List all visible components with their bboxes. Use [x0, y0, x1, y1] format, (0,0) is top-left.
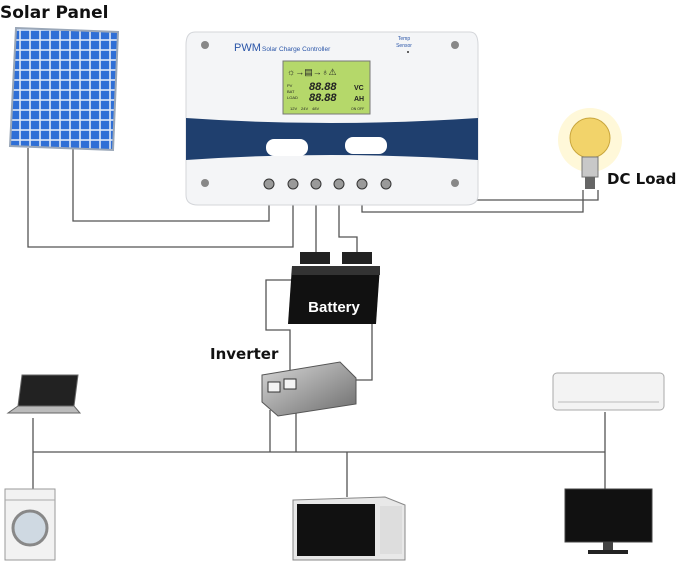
lcd-unit-bottom: AH: [354, 96, 364, 103]
controller-button-right[interactable]: [345, 137, 387, 154]
solar-panel-icon: [8, 26, 120, 152]
mount-hole: [201, 41, 209, 49]
terminal-load-positive: [380, 178, 392, 190]
lcd-12v: 12V: [290, 106, 297, 111]
inverter-wire-left: [265, 279, 292, 372]
dc-load-label: DC Load: [607, 170, 676, 188]
temp-sensor-port: [407, 51, 409, 53]
solar-panel-label: Solar Panel: [0, 3, 108, 23]
inverter-label: Inverter: [210, 345, 279, 363]
battery-icon: Battery: [288, 252, 380, 324]
lcd-pv: PV: [287, 83, 293, 88]
pv-negative-wire: [27, 148, 294, 248]
monitor-icon: [564, 488, 653, 554]
controller-button-left[interactable]: [266, 139, 308, 156]
charge-controller: PWM Solar Charge Controller Temp Sensor …: [185, 31, 479, 206]
battery-positive-wire: [338, 190, 358, 256]
lcd-digits-top: 88.88: [309, 81, 337, 93]
mount-hole: [451, 179, 459, 187]
terminal-load-negative: [356, 178, 368, 190]
lcd-unit-top: VC: [354, 85, 364, 92]
lcd-digits-bottom: 88.88: [309, 92, 337, 104]
temp-sensor-label: Temp: [398, 36, 410, 42]
lcd-display: ☼→▤→♁⚠ PV BAT LOAD 88.88 88.88 VC AH 12V…: [282, 60, 371, 115]
terminal-bat-positive: [333, 178, 345, 190]
controller-band: [186, 118, 478, 160]
terminal-bat-negative: [310, 178, 322, 190]
lcd-on-off: ON OFF: [351, 107, 364, 111]
lcd-48v: 48V: [312, 106, 319, 111]
temp-sensor-label: Sensor: [396, 43, 412, 49]
inverter-icon: [261, 361, 357, 417]
lcd-load: LOAD: [287, 95, 298, 100]
washing-machine-icon: [4, 488, 56, 561]
air-conditioner-icon: [552, 372, 665, 411]
mount-hole: [201, 179, 209, 187]
battery-label: Battery: [308, 299, 360, 316]
mount-hole: [451, 41, 459, 49]
lcd-status-icons: ☼→▤→♁⚠: [287, 67, 337, 77]
terminal-pv-positive: [263, 178, 275, 190]
controller-brand: PWM: [234, 42, 261, 54]
terminals: [263, 178, 392, 190]
laptop-icon: [6, 374, 82, 414]
lcd-24v: 24V: [301, 106, 308, 111]
light-bulb-icon: [558, 108, 622, 189]
terminal-pv-negative: [287, 178, 299, 190]
controller-name: Solar Charge Controller: [262, 46, 331, 53]
lcd-bat: BAT: [287, 89, 295, 94]
microwave-icon: [292, 496, 406, 561]
